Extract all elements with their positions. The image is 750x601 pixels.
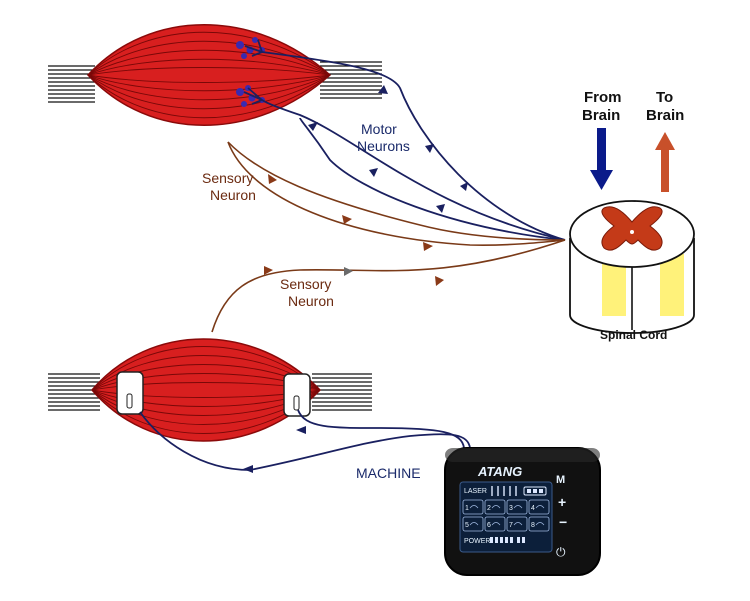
device-mode-1: 1 xyxy=(465,505,469,512)
motor-neurons-label-line1: Motor xyxy=(361,121,397,137)
device-mode-3: 3 xyxy=(509,505,513,512)
machine-label: MACHINE xyxy=(356,465,421,481)
from-brain-label-line1: From xyxy=(584,89,622,106)
device-button-m[interactable]: M xyxy=(556,474,565,486)
device-battery-icon xyxy=(523,486,547,496)
sensory-neurons xyxy=(211,141,566,333)
device-readout-digits xyxy=(491,486,517,496)
electrode-pad-right xyxy=(283,373,311,417)
top-muscle-belly xyxy=(86,24,332,126)
to-brain-label-line1: To xyxy=(656,89,673,106)
sensory-neuron-bottom-label-line2: Neuron xyxy=(288,293,334,309)
device-mode-8: 8 xyxy=(531,522,535,529)
wire-arrow-1 xyxy=(296,426,306,434)
motor-neurons xyxy=(243,39,566,241)
electrode-pad-left xyxy=(116,371,144,415)
motor-neuron-1 xyxy=(261,51,566,241)
motor-neurons-label-line2: Neurons xyxy=(357,138,410,154)
motor-neuron-2 xyxy=(261,99,566,241)
device-power-label: POWER xyxy=(464,538,490,545)
spinal-cord xyxy=(569,200,695,334)
bottom-muscle-tendons xyxy=(48,373,372,411)
sensory-neuron-top-2 xyxy=(227,141,566,246)
device-screen xyxy=(459,481,553,553)
device-button-minus[interactable]: − xyxy=(559,514,567,530)
sensory-neuron-bottom-label-line1: Sensory xyxy=(280,276,331,292)
from-brain-label-line2: Brain xyxy=(582,107,620,124)
wire-arrow-2 xyxy=(243,465,253,473)
wire-to-left-pad xyxy=(139,411,471,471)
device-brand: ATANG xyxy=(477,464,522,479)
to-brain-label-line2: Brain xyxy=(646,107,684,124)
wire-to-right-pad xyxy=(297,409,465,449)
device-laser-label: LASER xyxy=(464,488,487,495)
spinal-cord-label: Spinal Cord xyxy=(600,328,667,342)
device-power-button-icon[interactable]: ⏻ xyxy=(556,545,566,559)
device-button-plus[interactable]: + xyxy=(558,494,566,510)
motor-neuron-arrows xyxy=(308,85,468,213)
sensory-neuron-top-label-line2: Neuron xyxy=(210,187,256,203)
motor-neuron-3 xyxy=(299,117,566,241)
sensory-neuron-top-1 xyxy=(227,141,566,241)
device-mode-grid: 1 2 3 4 5 6 7 8 xyxy=(462,499,550,532)
device-mode-5: 5 xyxy=(465,522,469,529)
bottom-muscle xyxy=(48,338,372,442)
device-mode-2: 2 xyxy=(487,505,491,512)
machine-wires xyxy=(139,409,471,471)
spinal-cord-gray-matter xyxy=(601,206,663,251)
sensory-neuron-bottom xyxy=(211,239,566,333)
top-muscle xyxy=(48,24,382,126)
to-brain-arrow xyxy=(655,132,675,192)
sensory-neuron-top-label-line1: Sensory xyxy=(202,170,253,186)
device-mode-7: 7 xyxy=(509,522,513,529)
sensory-neuron-arrows xyxy=(264,174,444,286)
device-mode-4: 4 xyxy=(531,505,535,512)
from-brain-arrow xyxy=(590,128,613,190)
tens-device: ATANG LASER 1 2 3 4 5 6 7 8 xyxy=(444,447,601,576)
top-muscle-fibers xyxy=(88,31,330,119)
device-mode-6: 6 xyxy=(487,522,491,529)
device-power-level xyxy=(490,537,525,543)
